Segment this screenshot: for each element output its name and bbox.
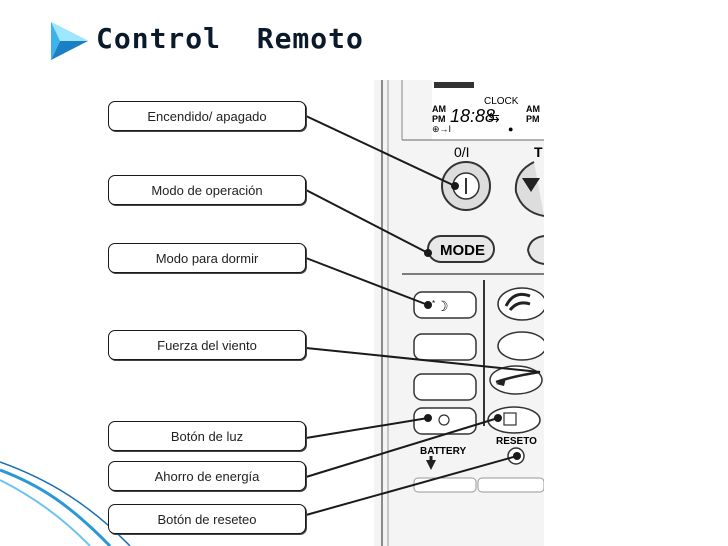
svg-text:18:88: 18:88 xyxy=(450,106,495,126)
svg-text:T: T xyxy=(534,144,543,160)
label-energy-saving: Ahorro de energía xyxy=(108,461,306,491)
label-power: Encendido/ apagado xyxy=(108,101,306,131)
svg-text:0/I: 0/I xyxy=(454,144,470,160)
svg-text:PM: PM xyxy=(526,114,540,124)
svg-text:AM: AM xyxy=(526,104,540,114)
svg-text:MODE: MODE xyxy=(440,242,485,259)
svg-text:☽: ☽ xyxy=(436,298,449,314)
svg-text:PM: PM xyxy=(432,114,446,124)
label-fan-speed: Fuerza del viento xyxy=(108,330,306,360)
title-bullet xyxy=(46,14,96,68)
label-light: Botón de luz xyxy=(108,421,306,451)
svg-text:BATTERY: BATTERY xyxy=(420,446,466,457)
svg-text:⇆: ⇆ xyxy=(488,109,500,125)
page-title: Control Remoto xyxy=(96,22,364,55)
svg-text:●: ● xyxy=(508,124,513,134)
label-sleep: Modo para dormir xyxy=(108,243,306,273)
chevron-right-icon xyxy=(51,22,88,60)
remote-control-illustration: CLOCK AM PM 18:88 AM PM ⇆ ⊕→I ● 0/I T MO… xyxy=(374,80,544,546)
svg-text:CLOCK: CLOCK xyxy=(484,96,519,107)
svg-text:AM: AM xyxy=(432,104,446,114)
label-reset: Botón de reseteo xyxy=(108,504,306,534)
label-mode: Modo de operación xyxy=(108,175,306,205)
svg-text:⊕→I: ⊕→I xyxy=(432,124,451,134)
svg-text:*: * xyxy=(432,299,435,308)
svg-text:RESETO: RESETO xyxy=(496,436,537,447)
